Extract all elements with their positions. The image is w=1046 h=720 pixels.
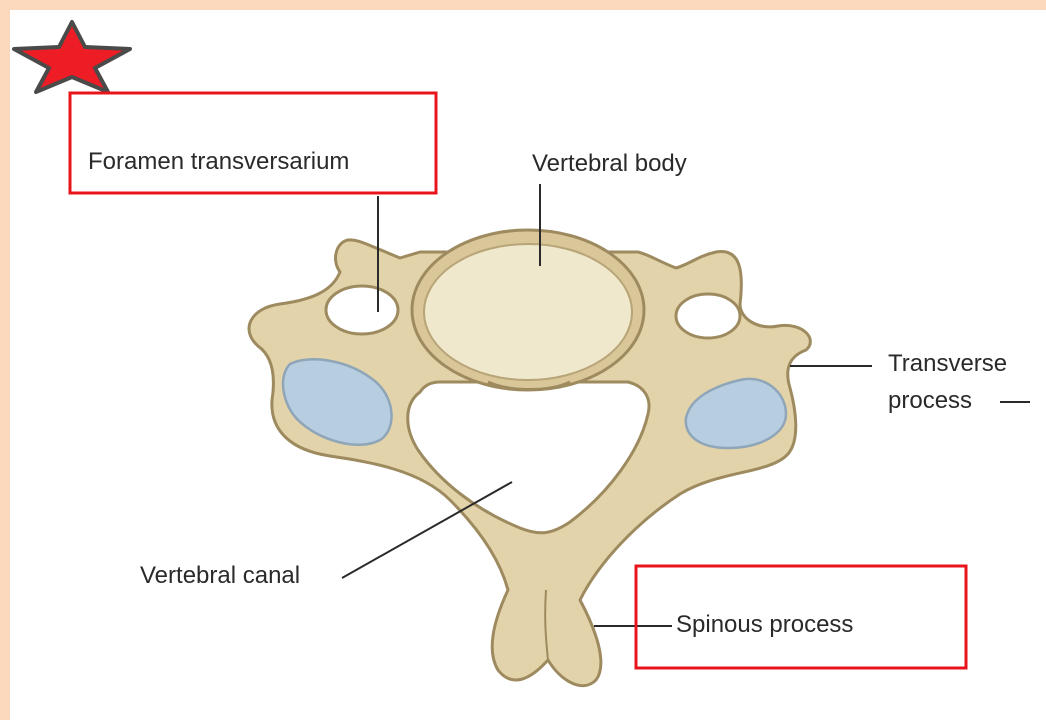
left-foramen [326,286,398,334]
label-foramen-transversarium: Foramen transversarium [88,150,349,174]
label-vertebral-canal: Vertebral canal [140,564,300,588]
vertebral-body-surface [424,244,632,380]
label-spinous-process: Spinous process [676,613,853,637]
label-vertebral-body: Vertebral body [532,152,687,176]
label-transverse-process-line2: process [888,389,972,413]
highlight-box-foramen [70,93,436,193]
right-foramen [676,294,740,338]
star-icon [14,22,130,92]
label-transverse-process-line1: Transverse [888,352,1007,376]
